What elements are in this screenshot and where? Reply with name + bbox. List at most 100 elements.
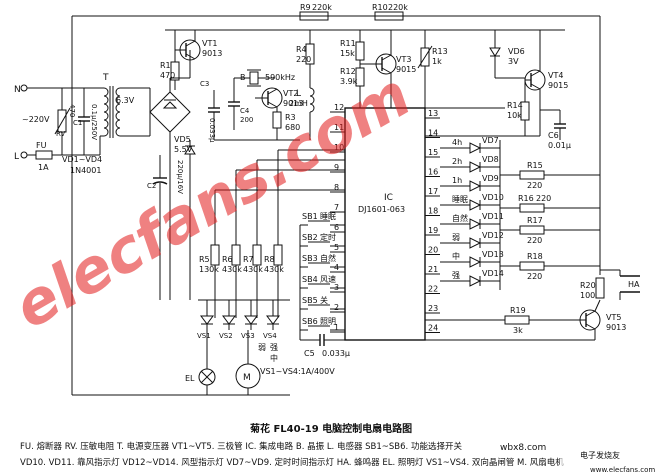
r4-l-branch: R4 220 L 2mH	[289, 30, 315, 140]
r20-label: R20	[580, 281, 596, 290]
led-text-1: 2h	[452, 157, 462, 166]
r9-resistor: R9 220k	[299, 3, 332, 21]
c5-capacitor: C5 0.033μ	[300, 334, 350, 358]
led-vd7	[469, 142, 482, 154]
r19-value: 3k	[513, 326, 523, 335]
ic-pin-1: 1	[334, 323, 339, 332]
ic-pin-7: 7	[334, 203, 339, 212]
r10-label: R10	[372, 3, 388, 12]
transformer: T 6.3V	[99, 73, 150, 155]
r13-label: R13	[432, 47, 448, 56]
r3-value: 680	[285, 123, 300, 132]
r4-value: 220	[296, 55, 311, 64]
vd5-zener: VD5 5.5V	[174, 135, 196, 300]
ic-pin-18: 18	[428, 207, 438, 216]
gate-resistors: R5 130k R6 430k R7 430k R8 430k	[199, 149, 345, 318]
r12-value: 3.9k	[340, 77, 358, 86]
ic-pin-19: 19	[428, 226, 438, 235]
switch-text-3: 风速	[320, 275, 336, 284]
l-label: L	[296, 89, 301, 99]
c2-label: C2	[147, 182, 156, 190]
ic-label: IC	[384, 193, 393, 203]
mains-input: N L ~220V FU 1A RV 470 C1 0.1μ/250V	[14, 84, 100, 172]
r18-label: R18	[527, 252, 543, 261]
r4-label: R4	[296, 45, 307, 54]
ic-pin-16: 16	[428, 168, 438, 177]
vd6-label: VD6	[508, 47, 525, 56]
vt1-transistor: VT1 9013 R1 470	[160, 30, 222, 90]
c3-value: 0.033μ	[208, 118, 216, 143]
ic-pin-20: 20	[428, 246, 438, 255]
rv-value: 470	[68, 104, 76, 117]
r10-value: 220k	[388, 3, 408, 12]
switch-label-4: SB5	[302, 296, 318, 305]
vt1-label: VT1	[202, 39, 217, 48]
mains-n-label: N	[14, 85, 21, 95]
triac-label-1: VS2	[219, 332, 233, 340]
r5-value: 130k	[199, 265, 219, 274]
ic-pin-6: 6	[334, 223, 339, 232]
r19-label: R19	[510, 306, 526, 315]
ic-pin-22: 22	[428, 285, 438, 294]
c2-capacitor: C2 220μ/16V	[147, 155, 184, 300]
ic-pin-13: 13	[428, 109, 438, 118]
vt2-label: VT2	[283, 89, 298, 98]
r14-value: 10k	[507, 111, 522, 120]
ha-label: HA	[628, 280, 640, 289]
bridge-part: 1N4001	[70, 166, 101, 175]
r16-label: R16	[518, 194, 534, 203]
r8-label: R8	[264, 255, 275, 264]
triac-vs3	[244, 315, 258, 325]
r1-label: R1	[160, 61, 171, 70]
diagram-title: 菊花 FL40-19 电脑控制电扇电路图	[250, 422, 412, 435]
r15-value: 220	[527, 181, 542, 190]
speed-label-weak: 弱	[258, 343, 266, 352]
c1-label: C1	[73, 119, 82, 127]
bridge-label: VD1~VD4	[62, 155, 102, 164]
vt2-part: 9013	[283, 99, 303, 108]
r11-value: 15k	[340, 49, 355, 58]
ic-pin-24: 24	[428, 324, 438, 333]
c4-label: C4	[240, 107, 250, 115]
led-name-3: VD10	[482, 193, 504, 202]
buzzer-driver: R19 3k VT5 9013 R20 100 HA	[425, 269, 640, 341]
ic-pin-17: 17	[428, 187, 438, 196]
led-name-4: VD11	[482, 212, 504, 221]
led-vd12	[469, 237, 482, 249]
corner-wm3: www.elecfans.com	[590, 466, 655, 474]
r9-value: 220k	[312, 3, 332, 12]
ic-pin-21: 21	[428, 265, 438, 274]
triac-label-0: VS1	[197, 332, 211, 340]
r7-label: R7	[243, 255, 254, 264]
switch-text-1: 定时	[320, 232, 336, 242]
corner-wm: wbx8.com	[500, 443, 546, 453]
vt5-label: VT5	[606, 313, 621, 322]
c2-value: 220μ/16V	[176, 160, 184, 194]
r14-label: R14	[507, 101, 523, 110]
c1-value: 0.1μ/250V	[90, 104, 98, 140]
r10-resistor: R10 220k	[372, 3, 408, 21]
c6-label: C6	[548, 131, 559, 140]
vt4-part: 9015	[548, 81, 568, 90]
speed-label-strong: 强	[270, 343, 278, 352]
ic-pin-10: 10	[334, 143, 344, 152]
r1-value: 470	[160, 71, 175, 80]
r3-label: R3	[285, 113, 296, 122]
led-text-5: 弱	[452, 233, 460, 242]
led-name-1: VD8	[482, 155, 499, 164]
motor-label: M	[243, 373, 251, 383]
r17-label: R17	[527, 216, 543, 225]
vd5-label: VD5	[174, 135, 191, 144]
triac-label-3: VS4	[263, 332, 277, 340]
legend-line-2: VD10. VD11. 靠风指示灯 VD12~VD14. 风型指示灯 VD7~V…	[20, 457, 564, 468]
vd5-value: 5.5V	[174, 145, 193, 154]
vt1-part: 9013	[202, 49, 222, 58]
fuse-rating: 1A	[38, 163, 49, 172]
r11-r12-vt3: R11 15k R12 3.9k VT3 9015 R13 1k	[340, 30, 448, 108]
led-name-5: VD12	[482, 231, 504, 240]
led-vd8	[469, 161, 482, 173]
